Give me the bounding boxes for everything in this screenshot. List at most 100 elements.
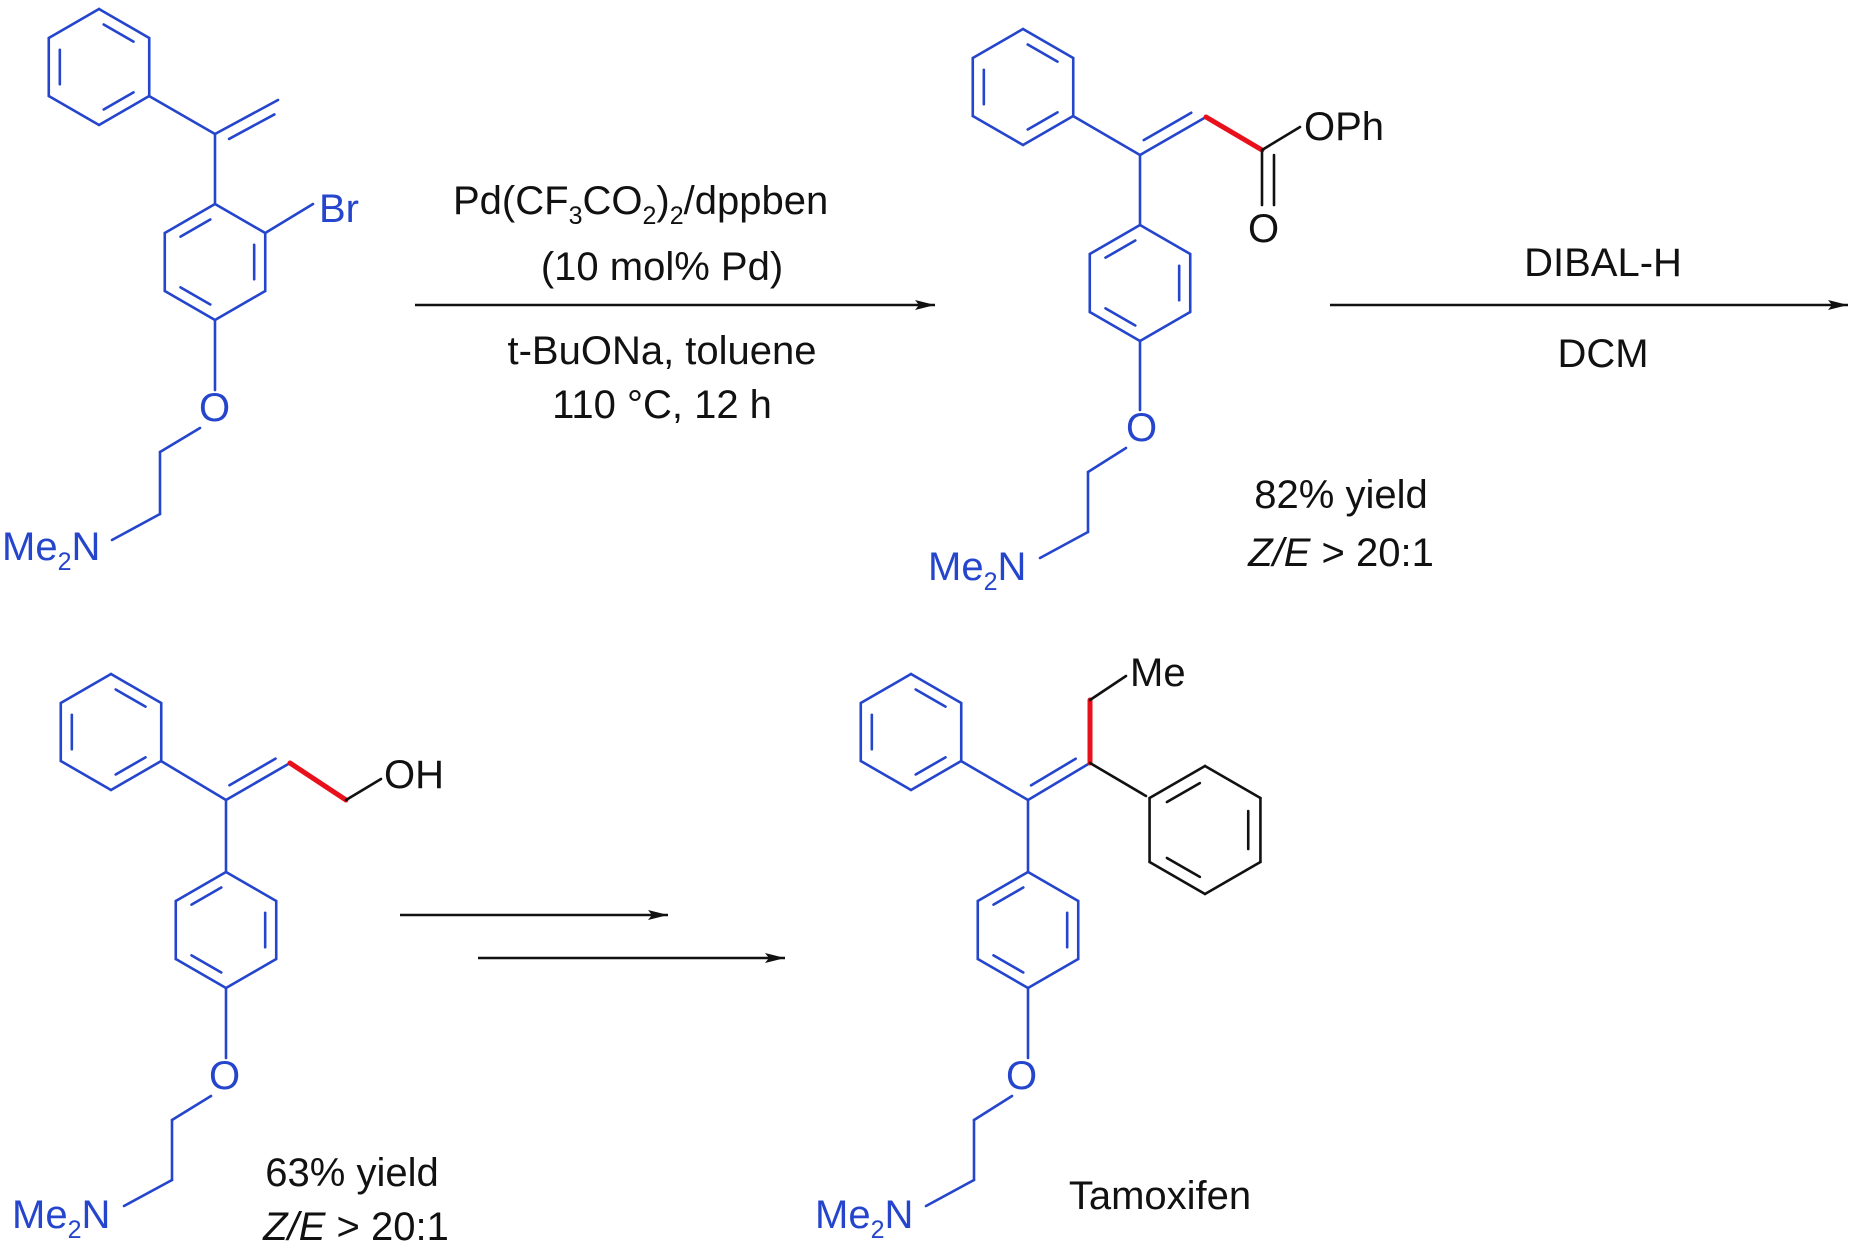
tamoxifen-name-label: Tamoxifen	[1069, 1174, 1251, 1218]
ester-product-structure	[971, 27, 1302, 560]
aryl-ring-3-bond	[174, 957, 228, 990]
aryl-ring-2-inner-bond	[1104, 239, 1137, 259]
new-c-c-bond	[1203, 114, 1265, 153]
aryl-ring-bond	[213, 202, 267, 235]
aryl-ring-2-bond	[1088, 223, 1142, 256]
ch2-n-bond-4	[924, 1178, 976, 1208]
tamoxifen-structure	[859, 672, 1262, 1208]
aryl-ring-4-bond	[1026, 957, 1080, 990]
alkene-double-bond-second	[1142, 111, 1193, 142]
alkene-double-bond-3	[224, 761, 292, 802]
phenyl-ring-bond	[47, 94, 101, 127]
aryl-ring-4-bond	[976, 957, 1030, 990]
aryl-ring-3-bond	[174, 870, 228, 903]
alkene-double-bond-3-second	[228, 757, 277, 787]
vinyl-double-bond-second	[227, 113, 276, 141]
phenyl-ring-5-inner-bond	[1165, 781, 1202, 804]
ether-oxygen-label-2: O	[1126, 406, 1157, 450]
aryl-ring-4-bond	[976, 870, 1030, 903]
phenyl-ring-3-bond	[59, 759, 113, 792]
methyl-label: Me	[1130, 651, 1186, 695]
reductant-label: DIBAL-H	[1524, 241, 1682, 285]
phenyl-ring-4-bond	[859, 672, 913, 705]
o-ch2-bond-2	[1086, 446, 1128, 474]
phenyl-ring-5-bond	[1203, 860, 1262, 896]
alcohol-ze-ratio-label: Z/E > 20:1	[262, 1205, 449, 1249]
dimethylamino-label-4: Me2N	[815, 1193, 913, 1244]
phenyl-ring-3-inner-bond	[114, 756, 147, 776]
ether-oxygen-label-3: O	[209, 1054, 240, 1098]
reduction-solvent-label: DCM	[1557, 332, 1648, 376]
aryl-ring-4-inner-bond	[992, 886, 1025, 906]
carbonyl-oxygen-label: O	[1248, 207, 1279, 251]
phenyl-ring-bond	[47, 7, 101, 40]
o-ch2-bond-3	[170, 1094, 213, 1122]
dimethylamino-label: Me2N	[2, 525, 100, 576]
phenyl-ring-4-bond	[859, 759, 913, 792]
aryl-br-bond	[263, 202, 315, 235]
phenyl-ring-2-inner-bond	[1026, 43, 1059, 63]
phenyl-ring-3-bond	[109, 672, 163, 705]
alkene-double-bond-4-second	[1029, 757, 1077, 787]
aryl-ring-4-bond	[1026, 870, 1080, 903]
ch2-n-bond-2	[1038, 530, 1090, 560]
phenyl-ring-bond	[97, 94, 151, 127]
phenyl-ring-4-inner-bond	[914, 688, 947, 708]
aryl-ring-2-bond	[1138, 223, 1192, 256]
phenyl-ring-2-bond	[971, 27, 1025, 60]
ether-oxygen-label-4: O	[1006, 1054, 1037, 1098]
phenyl-ring-3-bond	[59, 672, 113, 705]
ethyl-me-bond	[1088, 674, 1128, 702]
phenyl-ring-5-bond	[1203, 764, 1262, 800]
aryl-ring-2-bond	[1088, 310, 1142, 343]
alkene-phenyl-bond	[1088, 761, 1148, 798]
ch2-n-bond	[110, 512, 162, 542]
phenyl-ring-2-bond	[1021, 27, 1075, 60]
aryl-ring-inner-bond	[179, 286, 212, 306]
phenyl-ring-2-bond	[971, 114, 1025, 147]
phenyl-ring-4-bond	[909, 672, 963, 705]
phenyl-alkene-bond-4	[959, 759, 1030, 802]
phenyl-alkene-bond-3	[159, 759, 228, 802]
phenyl-ring-5-bond	[1148, 764, 1207, 800]
alcohol-yield-label: 63% yield	[265, 1151, 438, 1195]
new-c-c-bond-3	[287, 760, 349, 803]
phenyl-ring-inner-bond	[102, 23, 135, 43]
aryl-ring-3-inner-bond	[190, 886, 223, 906]
aryl-ring-inner-bond	[179, 218, 212, 238]
phenoxy-label: OPh	[1304, 105, 1384, 149]
base-solvent-label: t-BuONa, toluene	[507, 329, 816, 373]
alkene-double-bond-4	[1026, 761, 1092, 802]
o-ch2-bond-4	[972, 1094, 1014, 1122]
ester-yield-label: 82% yield	[1254, 473, 1427, 517]
starting-material-structure	[47, 7, 315, 542]
aryl-ring-bond	[163, 202, 217, 235]
ch2-oh-bond	[344, 777, 383, 802]
hydroxyl-label: OH	[384, 753, 444, 797]
phenyl-ring-4-inner-bond	[914, 756, 947, 776]
aryl-ring-3-bond	[224, 957, 278, 990]
phenyl-ring-3-bond	[109, 759, 163, 792]
o-ch2-bond	[158, 426, 202, 454]
temperature-time-label: 110 °C, 12 h	[552, 383, 772, 427]
phenyl-ring-2-bond	[1021, 114, 1075, 147]
aryl-ring-2-bond	[1138, 310, 1192, 343]
bromo-label: Br	[319, 187, 359, 231]
phenyl-ring-5-bond	[1148, 860, 1207, 896]
dimethylamino-label-2: Me2N	[928, 545, 1026, 596]
ch2-n-bond-3	[122, 1178, 174, 1208]
ether-oxygen-label: O	[199, 386, 230, 430]
phenyl-ring-5-inner-bond	[1165, 856, 1202, 879]
phenyl-ring-inner-bond	[102, 91, 135, 111]
phenyl-ring-4-bond	[909, 759, 963, 792]
phenyl-ring-bond	[97, 7, 151, 40]
aryl-ring-3-inner-bond	[190, 954, 223, 974]
ester-ze-ratio-label: Z/E > 20:1	[1247, 531, 1434, 575]
carbonyl-oph-bond	[1260, 125, 1302, 152]
phenyl-alkene-bond	[1071, 114, 1142, 157]
alkene-double-bond	[1138, 115, 1208, 157]
aryl-ring-2-inner-bond	[1104, 307, 1137, 327]
catalyst-label: Pd(CF3CO2)2/dppben	[453, 179, 828, 230]
aryl-ring-4-inner-bond	[992, 954, 1025, 974]
